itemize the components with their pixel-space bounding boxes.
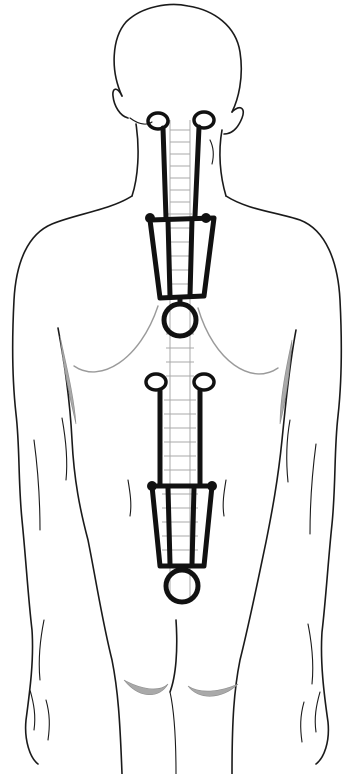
head-outline <box>113 5 243 134</box>
neck-outline <box>132 124 226 196</box>
upper-brace <box>145 112 214 336</box>
lower-brace <box>146 374 217 602</box>
